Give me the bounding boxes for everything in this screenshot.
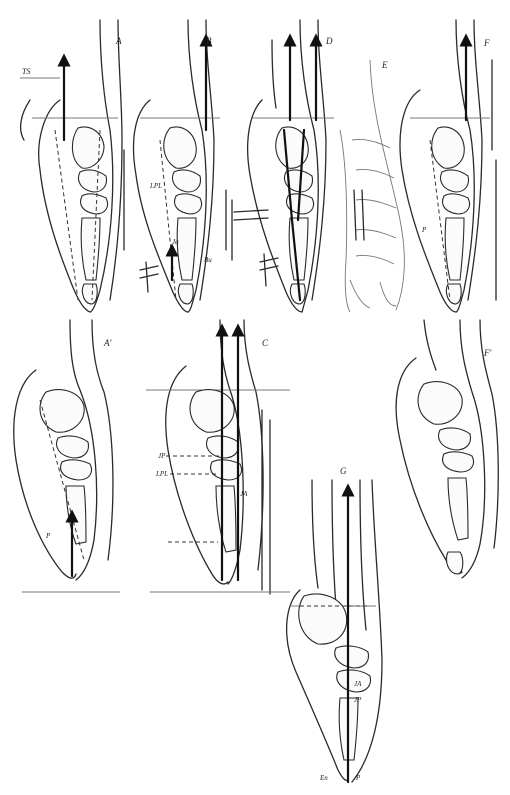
annotation-p-a2: P [45, 532, 51, 540]
annotation-ja-b: Ja [172, 238, 179, 246]
label-e: E [381, 60, 388, 70]
annotation-pd-b: P [421, 226, 427, 234]
label-f: F [483, 38, 490, 48]
panel-g [287, 480, 382, 782]
label-b: B [206, 36, 212, 46]
label-c: C [262, 338, 269, 348]
annotation-lpl-c: LPL [155, 470, 168, 478]
annotation-jp-c: JP [158, 452, 166, 460]
label-f-prime: F' [483, 348, 492, 358]
annotation-ja-c: JA [240, 490, 248, 498]
label-g: G [340, 466, 347, 476]
annotation-jp-g: JP [354, 696, 362, 704]
label-a-prime: A' [103, 338, 112, 348]
panel-a [20, 20, 124, 312]
panel-c [146, 320, 290, 594]
panel-f-prime [396, 320, 498, 578]
label-d: D [325, 36, 333, 46]
panel-f [400, 20, 496, 312]
annotation-ja-g: JA [354, 680, 362, 688]
annotation-lpl-b: LPL [149, 182, 162, 190]
panel-a-prime [14, 320, 120, 592]
annotation-en-g: En [319, 774, 328, 782]
annotation-bu: Bu [204, 256, 212, 264]
annotation-ts: TS [22, 67, 30, 76]
panel-b [134, 20, 232, 312]
label-a: A [115, 36, 122, 46]
panel-e [340, 60, 404, 312]
annotation-p-g: P [355, 774, 361, 782]
panel-d [234, 20, 334, 312]
